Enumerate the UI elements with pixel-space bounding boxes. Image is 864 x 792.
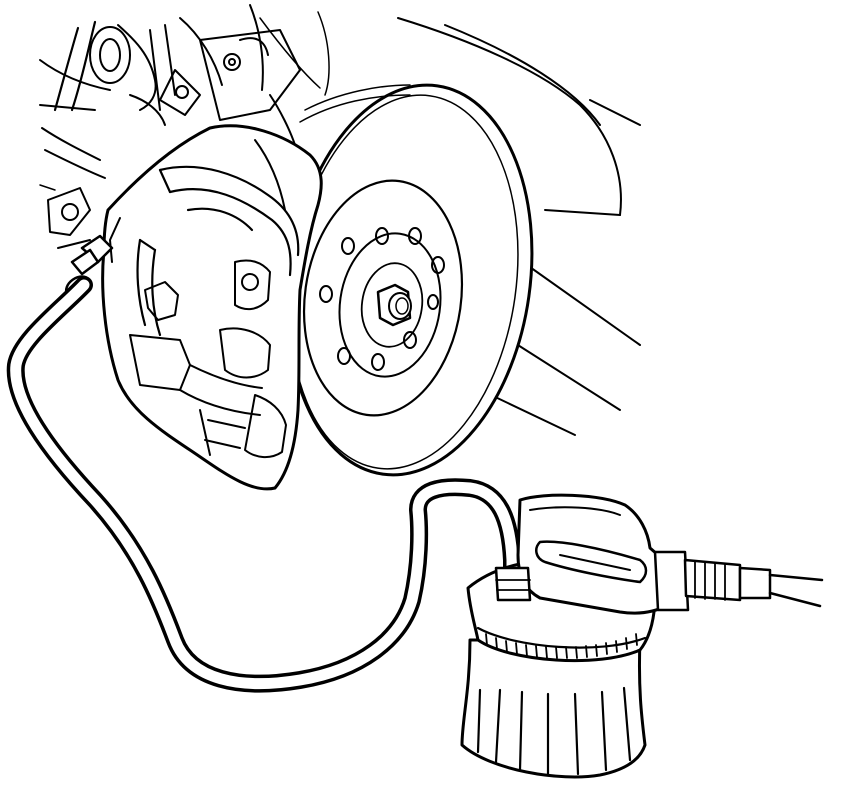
cap-knurling — [485, 633, 638, 659]
bottle-ribs — [476, 686, 632, 776]
bleeder-bottle — [460, 493, 824, 779]
wheel-bolt-holes — [319, 227, 445, 371]
bleeder-hose — [6, 276, 521, 693]
hub-nut — [376, 283, 412, 327]
brake-disc — [286, 83, 534, 477]
steering-knuckle — [39, 4, 301, 249]
pressure-line — [653, 550, 824, 612]
brake-caliper — [101, 124, 323, 491]
bottle-cap — [466, 493, 672, 663]
wheel-hub — [319, 227, 445, 378]
